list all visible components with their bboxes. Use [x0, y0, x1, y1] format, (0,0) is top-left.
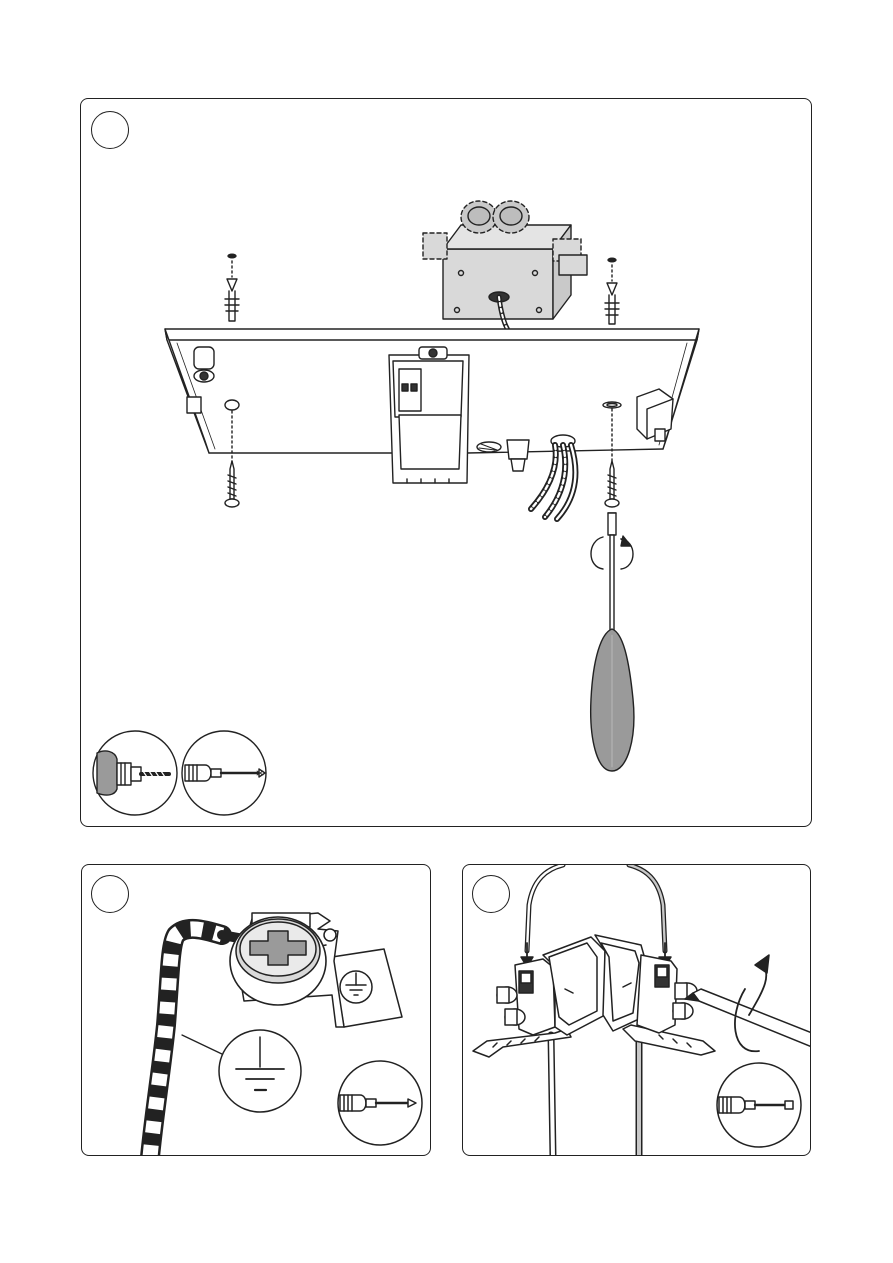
earth-connection-panel: [81, 864, 431, 1156]
mounting-rail-icon: [473, 1025, 715, 1057]
screwdriver-icon: [685, 989, 811, 1047]
wire-connection-panel: [462, 864, 811, 1156]
wire-diagram: [463, 865, 811, 1156]
output-wire-icon: [551, 1035, 639, 1156]
terminal-block-icon: [595, 935, 697, 1033]
mounting-plate-icon: [165, 329, 699, 483]
flat-screwdriver-tool-icon: [717, 1063, 801, 1147]
earth-symbol-icon: [340, 971, 372, 1003]
input-wire-icon: [527, 865, 665, 951]
rotation-arrow-icon: [735, 955, 769, 1051]
screwdriver-tool-icon: [182, 731, 266, 815]
earth-diagram: [82, 865, 431, 1156]
mounting-diagram: [81, 99, 812, 827]
loose-wires-icon: [531, 445, 575, 519]
drill-tool-icon: [93, 731, 177, 815]
terminal-block-icon: [497, 937, 605, 1035]
screwdriver-tool-icon: [338, 1061, 422, 1145]
mounting-panel: [80, 98, 812, 827]
earth-symbol-callout-icon: [219, 1030, 301, 1112]
screwdriver-icon: [591, 513, 634, 771]
callout-line: [182, 1035, 224, 1055]
junction-box-icon: [423, 201, 587, 335]
